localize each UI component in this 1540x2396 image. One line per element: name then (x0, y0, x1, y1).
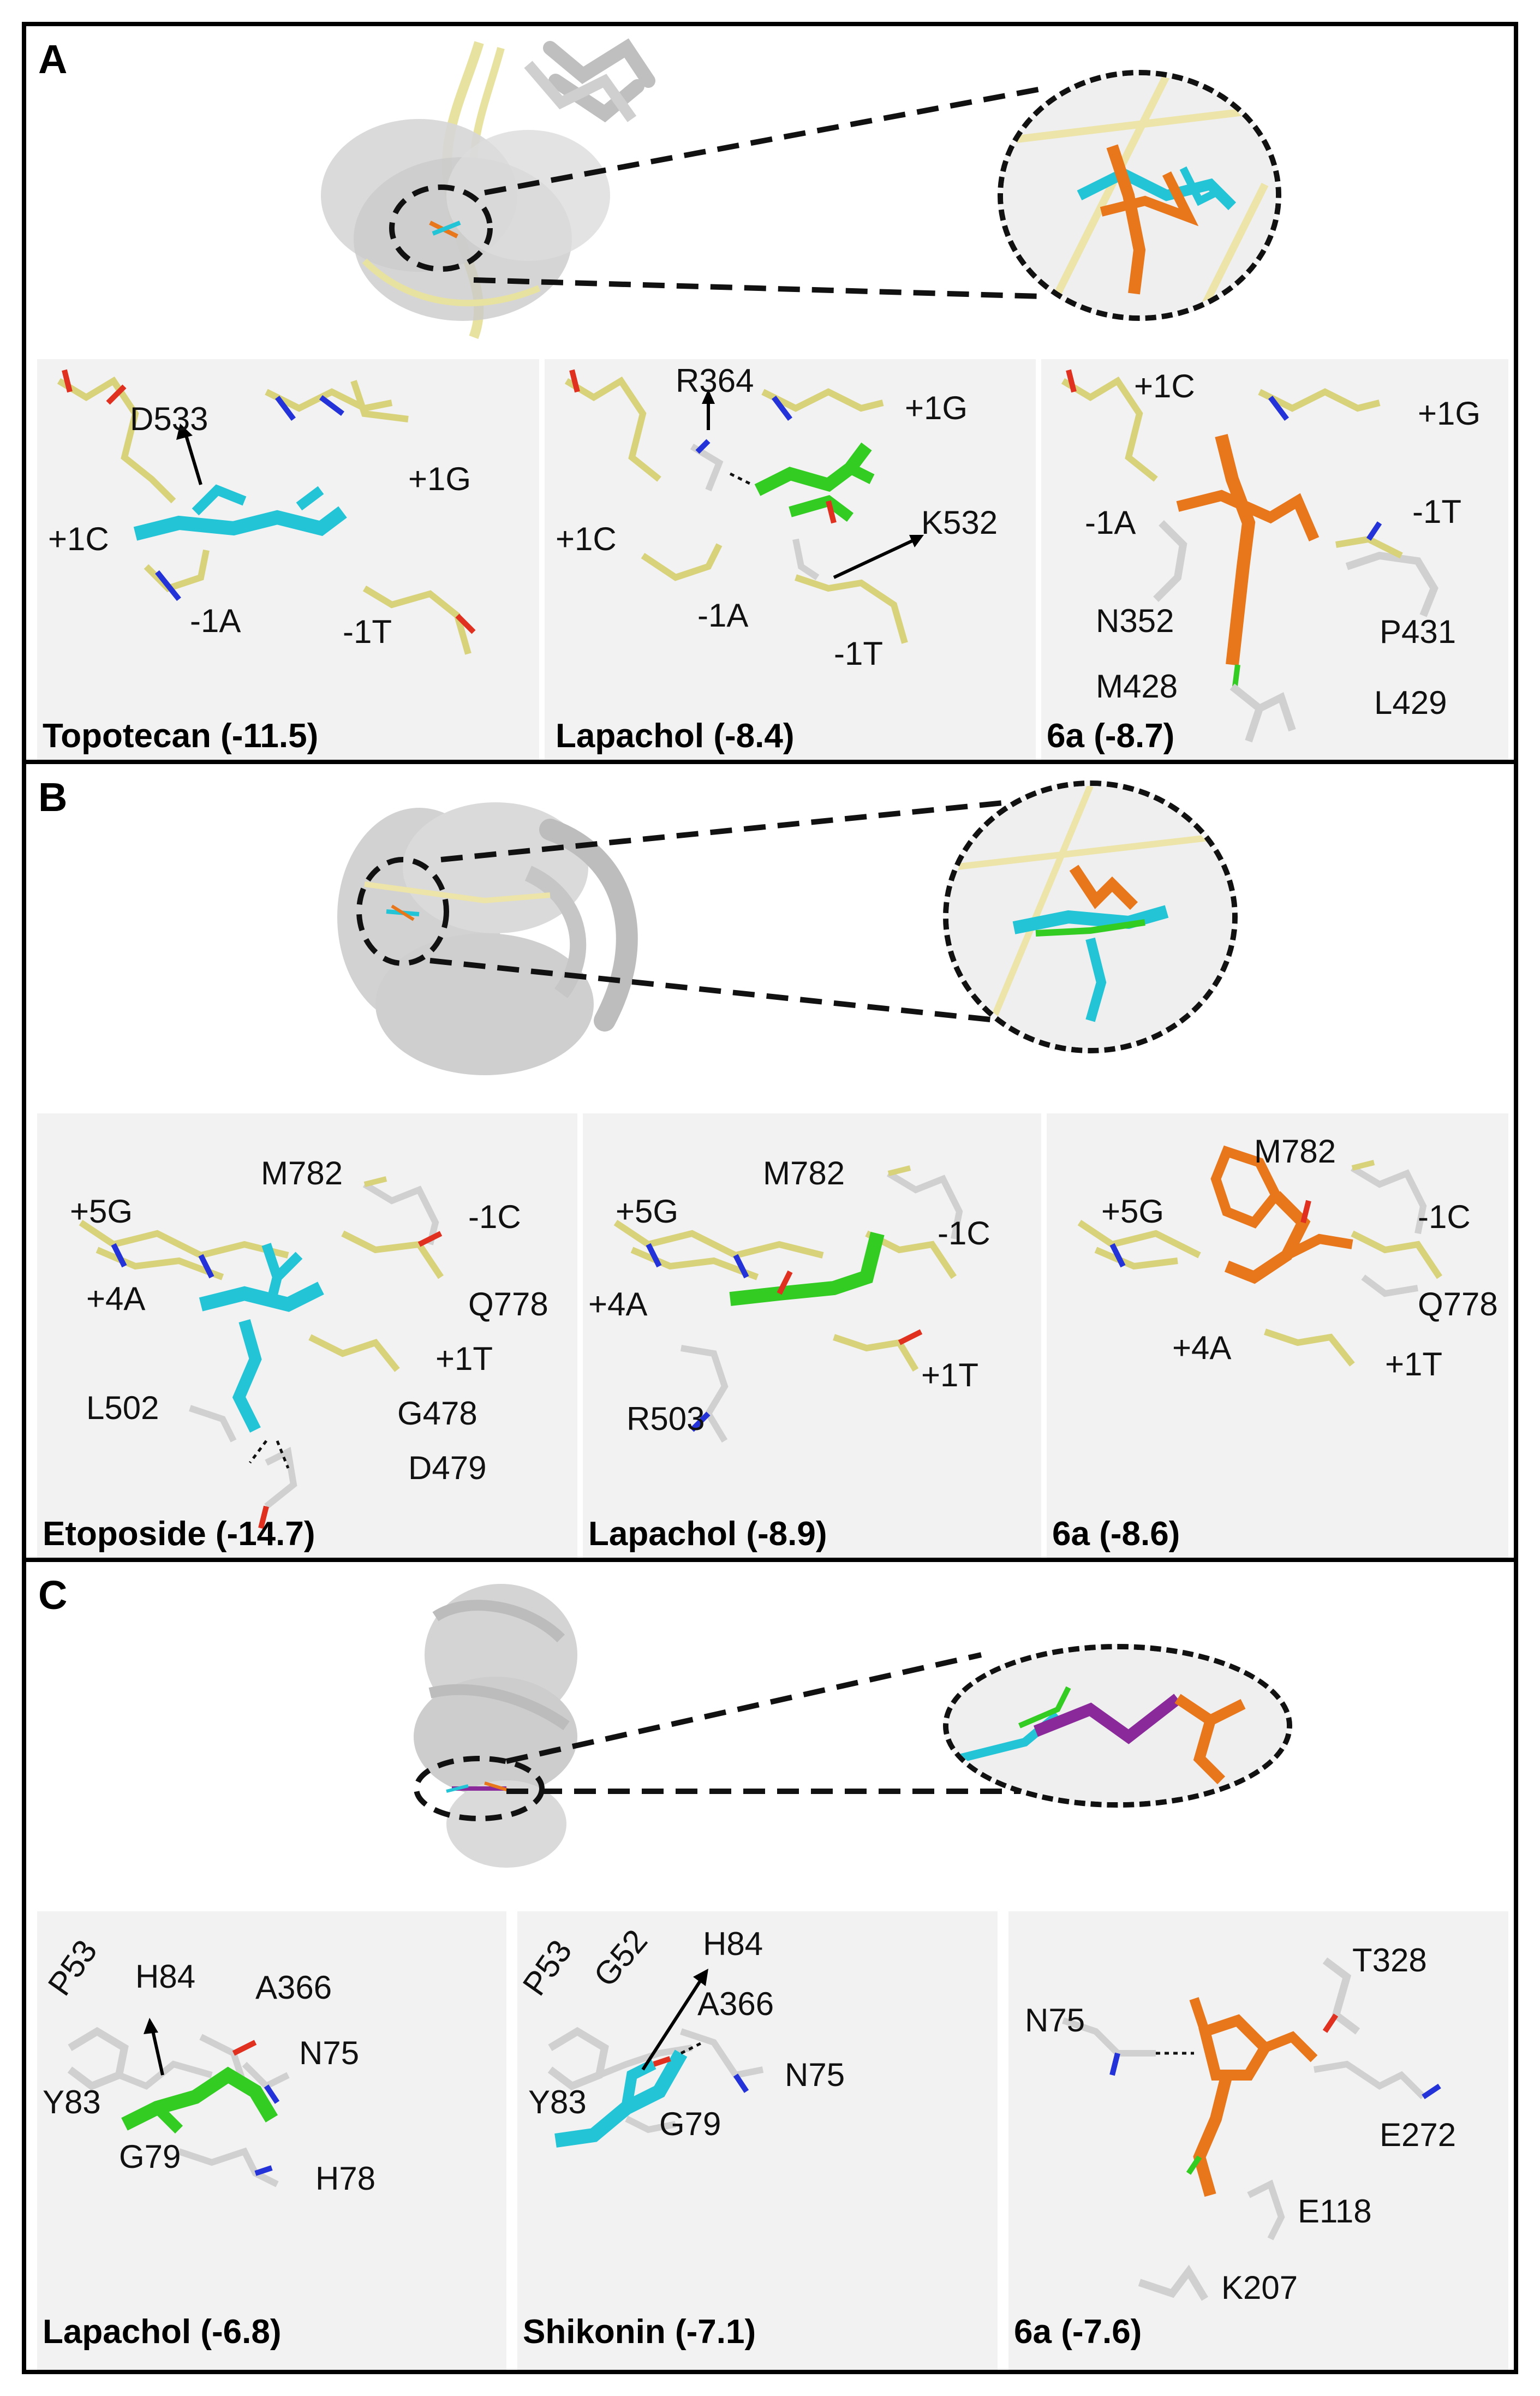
residue-label-1a: -1A (190, 603, 241, 639)
docking-view-6a-b: M782 +5G -1C Q778 +4A +1T 6a (-8.6) (1047, 1113, 1508, 1561)
residue-label-y83: Y83 (43, 2084, 101, 2120)
residue-label-1c: +1C (556, 521, 617, 557)
caption-6a-c: 6a (-7.6) (1014, 2313, 1142, 2351)
residue-label-q778: Q778 (1418, 1286, 1498, 1322)
residue-label-1c: +1C (48, 521, 109, 557)
zoom-connector-lines (505, 1652, 1074, 1794)
residue-label-m782: M782 (261, 1155, 343, 1191)
residue-label-1c: +1C (1134, 368, 1195, 404)
residue-label-1g: +1G (905, 390, 968, 426)
residue-label-g79: G79 (659, 2106, 721, 2142)
residue-label-m782: M782 (763, 1155, 845, 1191)
docking-view-topotecan: D533 +1G +1C -1A -1T Topotecan (-11.5) (37, 359, 539, 763)
caption-topotecan: Topotecan (-11.5) (43, 717, 319, 755)
caption-etoposide: Etoposide (-14.7) (43, 1515, 315, 1553)
docking-view-lapachol-b: M782 +5G -1C +4A R503 +1T Lapachol (-8.9… (583, 1113, 1041, 1561)
residue-label-1g: +1G (408, 461, 471, 497)
residue-label-l429: L429 (1374, 684, 1447, 721)
docking-view-6a-c: T328 N75 E272 E118 K207 6a (-7.6) (1008, 1911, 1508, 2370)
panel-b: B (22, 760, 1518, 1562)
panel-a: A (22, 22, 1518, 764)
residue-label-4a: +4A (1172, 1330, 1232, 1366)
residue-label-h78: H78 (315, 2160, 376, 2197)
residue-label-q778: Q778 (468, 1286, 548, 1322)
residue-label-e118: E118 (1298, 2193, 1372, 2230)
residue-label-t328: T328 (1352, 1942, 1427, 1978)
panel-c: C (22, 1558, 1518, 2374)
residue-label-a366: A366 (255, 1969, 332, 2006)
residue-label-m428: M428 (1096, 668, 1178, 705)
residue-label-1t: -1T (834, 635, 883, 672)
protein-overview-image (386, 1573, 616, 1879)
caption-lapachol-c: Lapachol (-6.8) (43, 2313, 282, 2351)
residue-label-y83: Y83 (528, 2084, 587, 2120)
panel-letter: B (38, 774, 68, 820)
zoom-lens-binding-site (943, 780, 1238, 1053)
residue-label-1t: +1T (921, 1357, 979, 1393)
caption-lapachol-a: Lapachol (-8.4) (556, 717, 795, 755)
residue-label-1t: +1T (1385, 1346, 1443, 1382)
residue-label-e272: E272 (1380, 2117, 1457, 2153)
residue-label-1a: -1A (1085, 504, 1136, 541)
residue-label-1a: -1A (697, 597, 749, 634)
docking-view-lapachol-c: H84 P53 A366 N75 Y83 G79 H78 Lapachol (-… (37, 1911, 506, 2370)
residue-label-p431: P431 (1380, 613, 1457, 650)
residue-label-k532: K532 (921, 504, 998, 541)
zoom-connector-lines (429, 800, 1053, 1029)
zoom-lens-binding-site (943, 1644, 1292, 1808)
residue-label-h84: H84 (703, 1926, 763, 1962)
zoom-lens-binding-site (998, 70, 1281, 321)
residue-label-1t: -1T (1412, 493, 1461, 530)
residue-label-d479: D479 (408, 1450, 487, 1486)
caption-6a-a: 6a (-8.7) (1047, 717, 1175, 755)
residue-label-g79: G79 (119, 2138, 181, 2175)
residue-label-r364: R364 (676, 362, 754, 399)
residue-label-1t: -1T (343, 613, 392, 650)
residue-label-1t: +1T (435, 1340, 493, 1377)
docking-view-etoposide: M782 +5G -1C +4A Q778 +1T L502 G478 D479… (37, 1113, 577, 1561)
residue-label-5g: +5G (616, 1193, 679, 1230)
residue-label-l502: L502 (86, 1390, 159, 1426)
docking-view-lapachol-a: R364 +1G +1C K532 -1A -1T Lapachol (-8.4… (545, 359, 1036, 763)
residue-label-m782: M782 (1254, 1133, 1336, 1170)
residue-label-h84: H84 (135, 1958, 196, 1995)
residue-label-n75: N75 (1025, 2002, 1085, 2039)
residue-label-d533: D533 (130, 401, 208, 437)
residue-label-1c: -1C (1418, 1199, 1471, 1235)
caption-shikonin: Shikonin (-7.1) (523, 2313, 756, 2351)
residue-label-5g: +5G (1101, 1193, 1165, 1230)
residue-label-a366: A366 (697, 1986, 774, 2022)
residue-label-4a: +4A (588, 1286, 648, 1322)
residue-label-1c: -1C (938, 1215, 990, 1251)
zoom-connector-lines (473, 86, 1042, 299)
residue-label-n352: N352 (1096, 603, 1174, 639)
caption-6a-b: 6a (-8.6) (1052, 1515, 1180, 1553)
residue-label-1c: -1C (468, 1199, 521, 1235)
residue-label-n75: N75 (785, 2057, 845, 2093)
docking-view-shikonin: H84 P53 G52 A366 N75 Y83 G79 Shikonin (-… (517, 1911, 998, 2370)
residue-label-1g: +1G (1418, 395, 1481, 432)
residue-label-n75: N75 (299, 2035, 360, 2071)
caption-lapachol-b: Lapachol (-8.9) (588, 1515, 827, 1553)
residue-label-g478: G478 (397, 1395, 477, 1432)
residue-label-5g: +5G (70, 1193, 133, 1230)
residue-label-4a: +4A (86, 1280, 146, 1317)
panel-letter: C (38, 1572, 68, 1618)
panel-letter: A (38, 37, 68, 82)
docking-view-6a-a: +1C +1G -1A -1T N352 P431 M428 L429 6a (… (1041, 359, 1508, 763)
residue-label-r503: R503 (626, 1400, 705, 1437)
residue-label-k207: K207 (1221, 2269, 1298, 2306)
